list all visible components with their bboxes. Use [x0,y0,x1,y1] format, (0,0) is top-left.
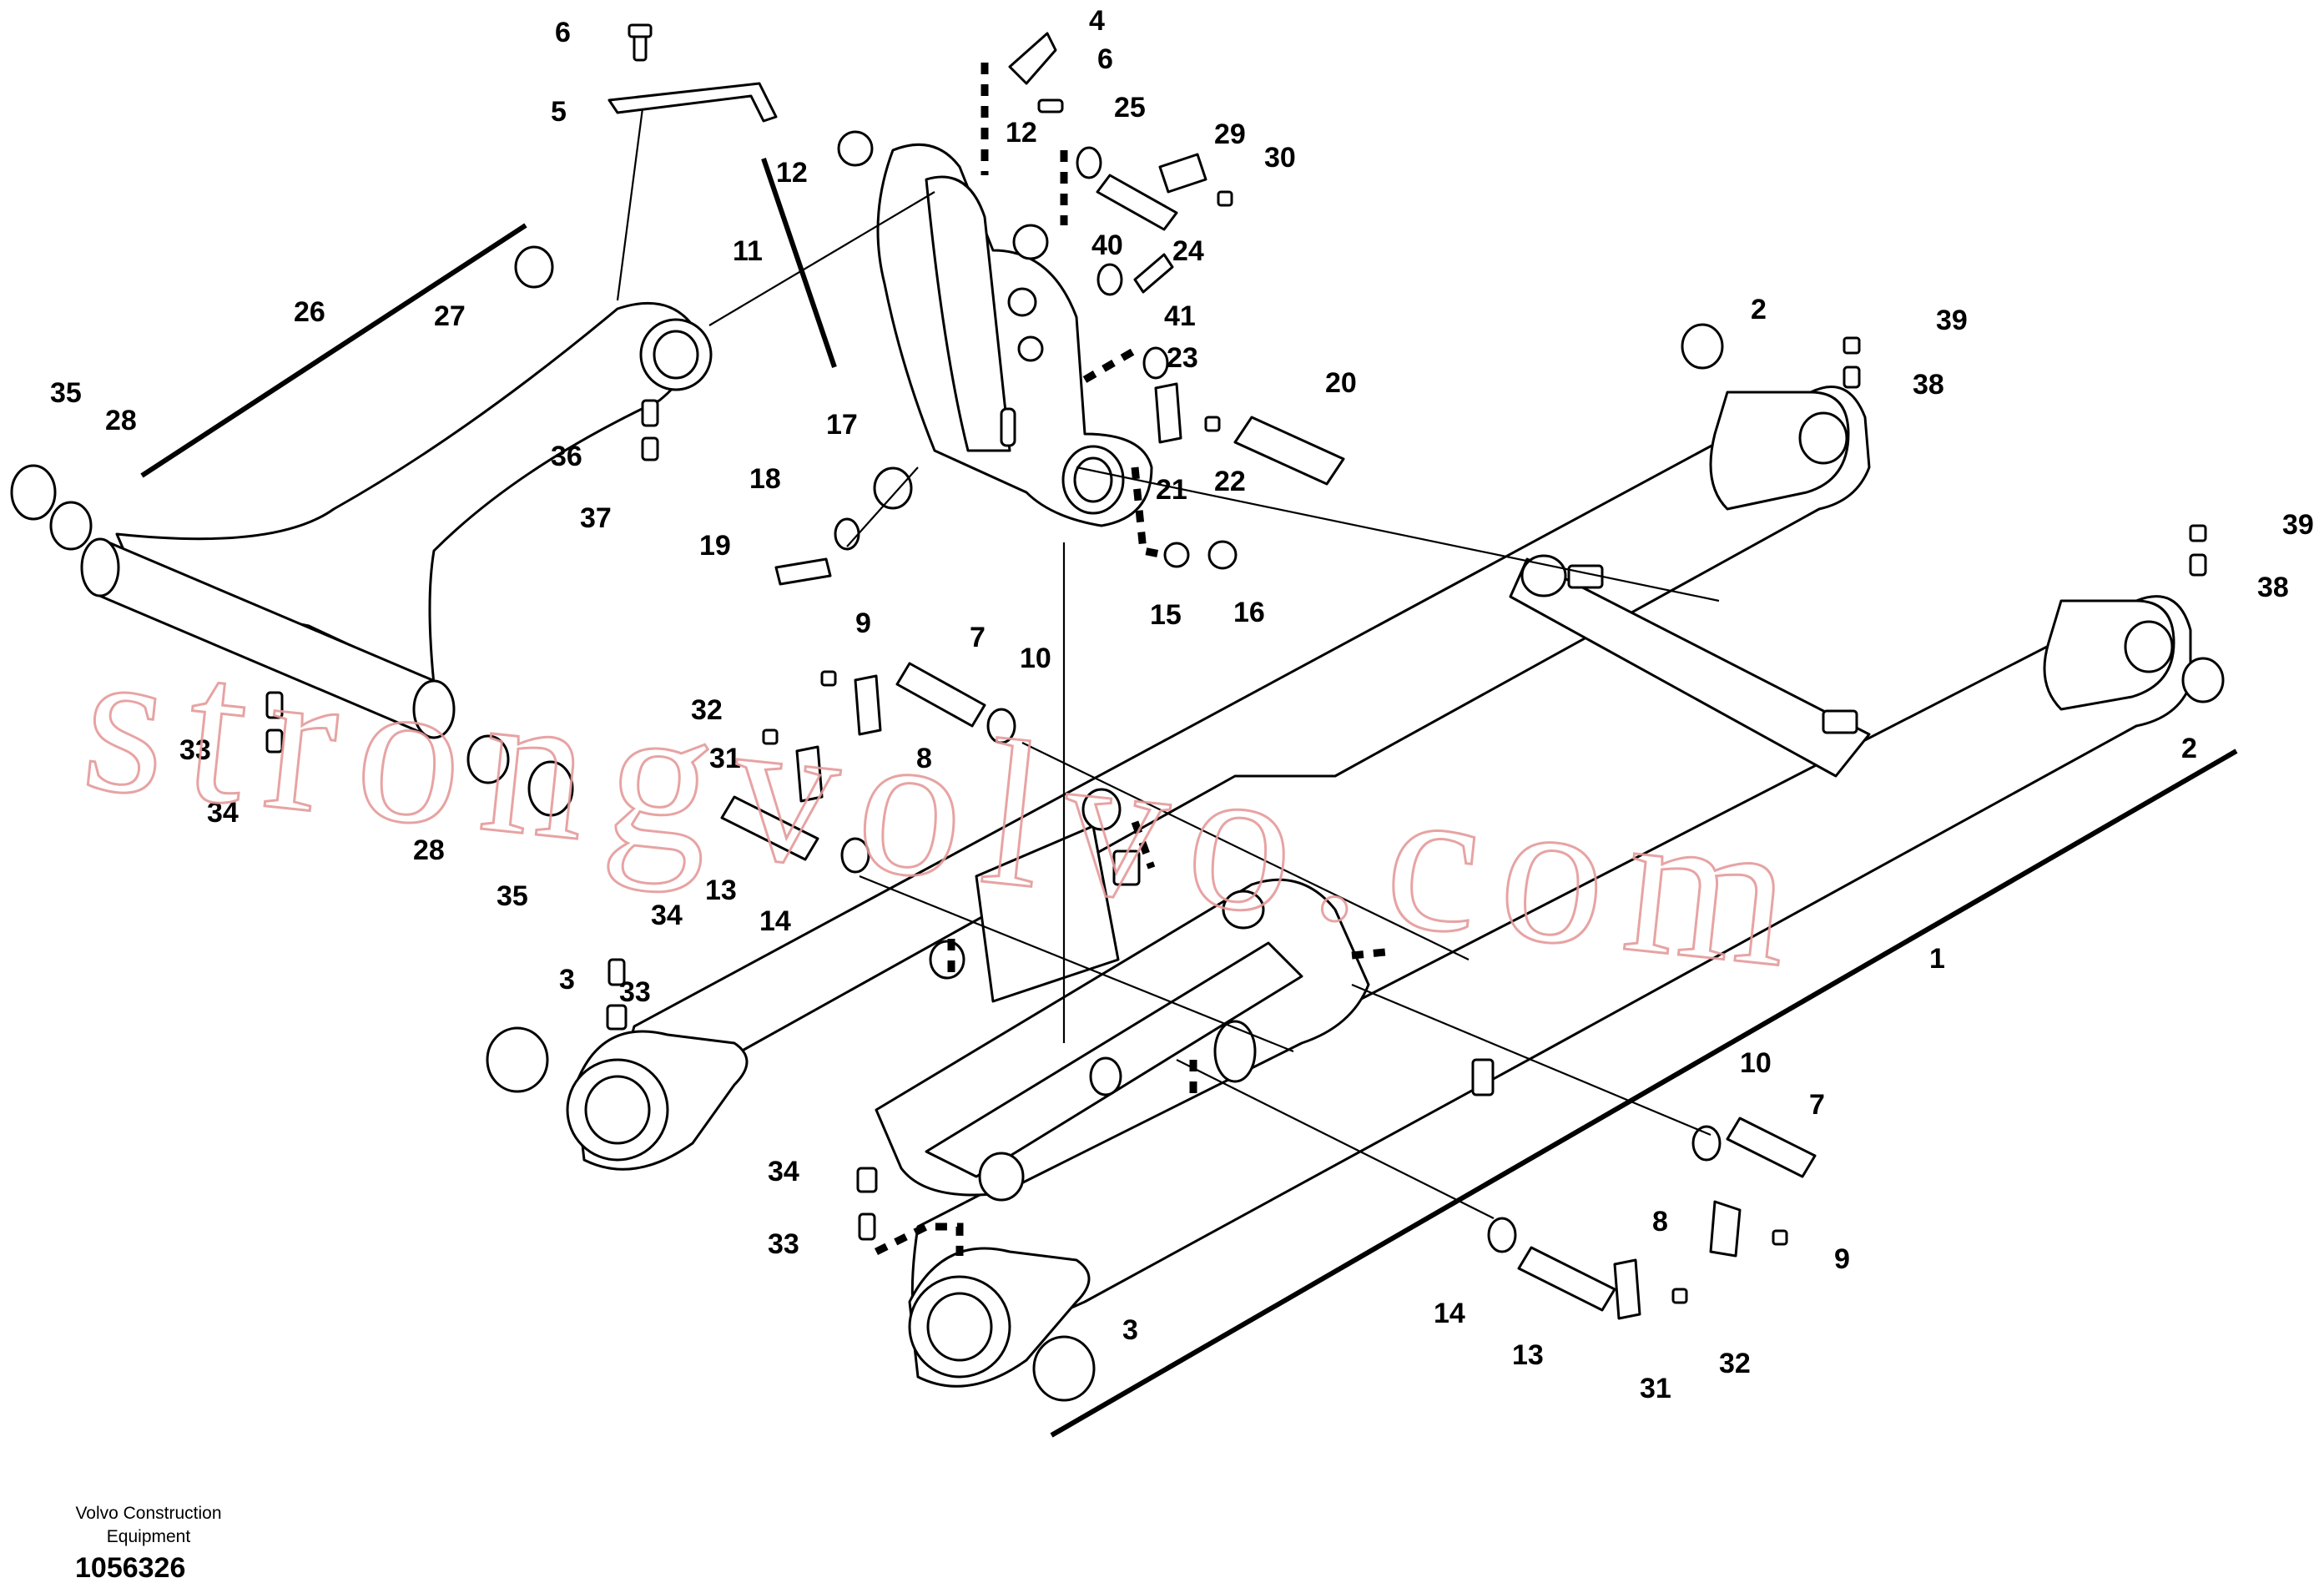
callout-14: 14 [1434,1298,1465,1329]
callout-28: 28 [413,834,445,866]
callout-9: 9 [1834,1243,1850,1275]
callout-21: 21 [1156,474,1187,506]
callout-35: 35 [497,880,528,912]
callout-15: 15 [1150,599,1182,631]
lift-frame [566,385,2192,1388]
callout-31: 31 [709,743,741,774]
callout-10: 10 [1020,643,1051,674]
callout-4: 4 [1089,5,1105,37]
callout-8: 8 [916,743,932,774]
leader-lines [616,108,1720,1219]
callout-29: 29 [1214,118,1246,150]
callout-30: 30 [1264,142,1296,174]
callout-33: 33 [179,734,211,766]
dashed-routes [874,63,1394,1256]
callout-39: 39 [2282,509,2314,541]
callout-27: 27 [434,300,466,332]
callout-31: 31 [1640,1373,1671,1404]
footer: Volvo Construction Equipment 1056326 [40,1502,257,1585]
callout-8: 8 [1652,1206,1668,1238]
callout-19: 19 [699,530,731,562]
callout-10: 10 [1740,1047,1772,1079]
callout-25: 25 [1114,92,1146,124]
callout-37: 37 [580,502,612,534]
company-line-2: Equipment [106,1527,191,1546]
company-line-1: Volvo Construction [75,1504,222,1523]
callout-3: 3 [1122,1314,1138,1346]
link-bracket [876,143,1153,527]
callout-26: 26 [294,296,325,328]
callout-23: 23 [1167,342,1198,374]
callout-20: 20 [1325,367,1357,399]
callout-12: 12 [776,157,808,189]
callout-32: 32 [691,694,723,726]
callout-32: 32 [1719,1348,1751,1379]
small-parts [10,23,2225,1402]
callout-1: 1 [1929,943,1945,975]
callout-16: 16 [1233,597,1265,628]
callout-40: 40 [1091,229,1123,261]
callout-17: 17 [826,409,858,441]
tilt-lever-arm [80,301,713,739]
callout-24: 24 [1172,235,1204,267]
callout-41: 41 [1164,300,1196,332]
callout-2: 2 [2181,733,2197,764]
group-brackets [140,158,2238,1438]
callout-22: 22 [1214,466,1246,497]
callout-34: 34 [207,797,239,829]
callout-6: 6 [1097,43,1113,75]
callout-2: 2 [1751,294,1767,325]
callout-11: 11 [733,235,763,267]
callout-18: 18 [749,463,781,495]
callout-7: 7 [970,622,986,653]
callout-33: 33 [619,976,651,1008]
callout-7: 7 [1809,1089,1825,1121]
callout-28: 28 [105,405,137,436]
callout-38: 38 [2257,572,2289,603]
callout-34: 34 [651,900,683,931]
callout-9: 9 [855,607,871,639]
callout-13: 13 [1512,1339,1544,1371]
callout-12: 12 [1006,117,1037,149]
callout-35: 35 [50,377,82,409]
callout-14: 14 [759,905,791,937]
callout-33: 33 [768,1228,799,1260]
callout-39: 39 [1936,305,1968,336]
callout-6: 6 [555,17,571,48]
document-number: 1056326 [75,1552,186,1584]
callout-36: 36 [551,441,582,472]
callout-38: 38 [1913,369,1944,401]
callout-labels: 4 6 6 5 12 12 25 29 30 24 11 40 41 26 27… [50,5,2314,1404]
callout-13: 13 [705,875,737,906]
callout-3: 3 [559,964,575,996]
callout-5: 5 [551,96,567,128]
callout-34: 34 [768,1156,799,1187]
